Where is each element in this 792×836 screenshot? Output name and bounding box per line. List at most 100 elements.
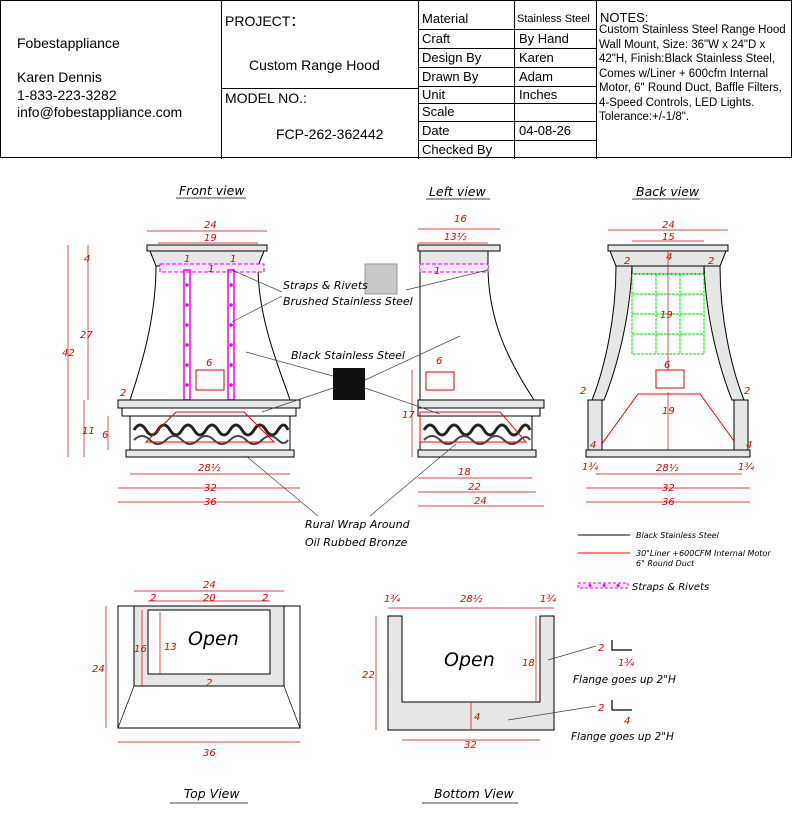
dim-back-2a: 2 [624,256,630,267]
dim-front-6b: 6 [102,430,108,441]
dim-back-1-3-4a: 1¾ [582,462,598,473]
material-value: Stainless Steel [517,13,590,25]
dim-back-32: 32 [662,483,675,494]
legend-liner-2: 6" Round Duct [636,559,695,568]
notes-title: NOTES: [600,10,649,25]
dim-flange-2b: 2 [598,703,604,714]
dim-back-24: 24 [662,220,675,231]
dim-front-19: 19 [204,233,217,244]
dim-left-13-1-2: 13½ [444,231,467,243]
dim-back-1-3-4b: 1¾ [738,462,754,473]
material-label: Material [422,11,469,26]
dim-front-32: 32 [204,483,217,494]
dim-back-6: 6 [664,360,670,371]
callout-straps: Straps & Rivets [283,279,368,292]
dim-left-22: 22 [468,482,481,493]
drawn-value: Adam [519,69,553,84]
contact-phone: 1-833-223-3282 [17,87,117,103]
dim-top-20: 20 [203,593,216,604]
dim-back-19b: 19 [662,406,675,417]
dim-front-24: 24 [204,220,217,231]
legend-black: Black Stainless Steel [636,531,720,540]
dim-left-1: 1 [434,266,440,277]
left-view-title: Left view [429,184,486,199]
dim-top-13: 13 [164,642,177,653]
back-view: Back view 24 15 2 [580,184,754,508]
dim-top-24v: 24 [92,664,105,675]
dim-back-2c: 2 [580,386,586,397]
dim-top-2c: 2 [206,678,212,689]
dim-front-1c: 1 [230,254,236,265]
model-label: MODEL NO.: [225,90,307,106]
dim-front-6: 6 [206,358,212,369]
top-open-label: Open [188,628,239,650]
dim-back-2d: 2 [744,386,750,397]
craft-value: By Hand [519,31,569,46]
dim-left-6: 6 [436,356,442,367]
model-number: FCP-262-362442 [276,126,384,142]
dim-back-4b: 4 [590,440,596,451]
flange-note-2: Flange goes up 2"H [571,731,674,743]
scale-label: Scale [422,104,455,119]
front-view-title: Front view [179,183,245,198]
dim-flange-1-3-4: 1¾ [618,658,634,669]
dim-back-2b: 2 [708,256,714,267]
legend: Black Stainless Steel 30"Liner +600CFM I… [577,531,771,593]
dim-top-16: 16 [134,644,147,655]
bottom-view-title: Bottom View [434,786,515,801]
checked-label: Checked By [422,142,493,157]
callout-rural-1: Rural Wrap Around [305,518,411,531]
unit-value: Inches [519,87,558,102]
dim-front-27: 27 [80,330,93,341]
top-view: Open 24 2 20 2 24 16 13 2 36 Top View [92,580,301,804]
dim-back-28-1-2: 28½ [656,462,679,474]
dim-bottom-22: 22 [362,670,375,681]
dim-front-4: 4 [84,254,90,265]
title-block: Fobestappliance Karen Dennis 1-833-223-3… [0,0,792,159]
dim-bottom-32: 32 [464,740,477,751]
bottom-view: Open 1¾ 28½ 1¾ 22 18 4 32 2 1¾ 2 4 Flang… [362,593,676,804]
dim-bottom-1-3-4b: 1¾ [540,594,556,605]
dim-left-24: 24 [474,496,487,507]
dim-flange-2a: 2 [598,643,604,654]
dim-back-36: 36 [662,497,675,508]
notes-body: Custom Stainless Steel Range Hood Wall M… [599,24,786,123]
project-name: Custom Range Hood [249,57,380,73]
dim-front-28-1-2: 28½ [198,462,221,474]
dim-bottom-18: 18 [522,658,535,669]
left-view: Left view 16 13½ 17 6 18 22 24 1 [402,184,545,507]
callout-rural-2: Oil Rubbed Bronze [305,536,408,549]
legend-straps: Straps & Rivets [632,582,709,593]
dim-back-15: 15 [662,232,675,243]
top-view-title: Top View [184,786,240,801]
legend-liner-1: 30"Liner +600CFM Internal Motor [636,549,771,558]
dim-bottom-28-1-2: 28½ [460,593,483,605]
dim-front-1b: 1 [208,264,214,275]
callout-black: Black Stainless Steel [291,349,405,362]
contact-email: info@fobestappliance.com [17,104,183,120]
project-label: PROJECT： [225,13,305,29]
design-label: Design By [422,50,482,65]
dim-front-42: 42 [62,348,75,359]
dim-bottom-4: 4 [474,712,480,723]
bottom-open-label: Open [444,649,495,671]
brushed-swatch [364,263,398,295]
dim-bottom-1-3-4a: 1¾ [384,594,400,605]
dim-back-4: 4 [666,252,672,263]
design-value: Karen [519,50,554,65]
dim-top-24: 24 [203,580,216,591]
company-name: Fobestappliance [17,35,120,51]
dim-front-2: 2 [120,388,126,399]
date-value: 04-08-26 [519,123,572,138]
callout-brushed: Brushed Stainless Steel [283,295,413,308]
contact-name: Karen Dennis [17,69,102,85]
dim-front-36: 36 [204,497,217,508]
callouts: Straps & Rivets Brushed Stainless Steel … [231,263,489,549]
dim-flange-4: 4 [624,716,630,727]
dim-back-4c: 4 [746,440,752,451]
date-label: Date [422,123,450,138]
unit-label: Unit [422,87,446,102]
technical-drawing: Front view [62,183,771,804]
dim-top-2b: 2 [262,593,268,604]
dim-left-16: 16 [454,214,467,225]
